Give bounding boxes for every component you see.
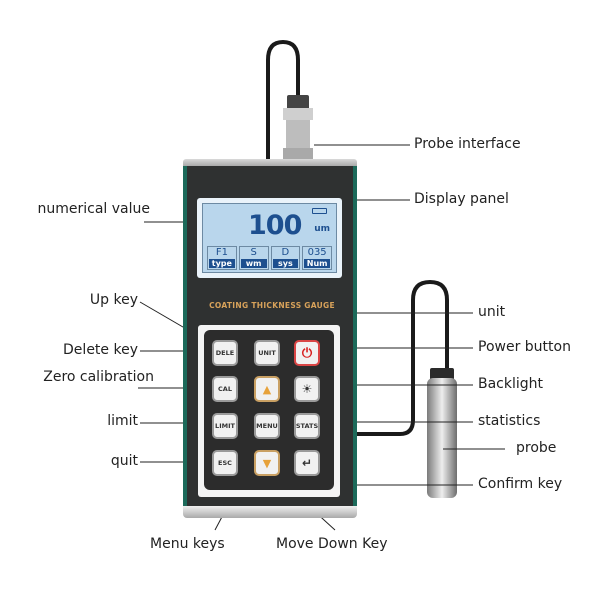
menu-key[interactable]: MENU <box>254 413 280 439</box>
label-zero-calibration: Zero calibration <box>43 369 154 385</box>
measurement-value: 100 <box>248 210 302 241</box>
label-delete-key: Delete key <box>63 342 138 358</box>
cal-key[interactable]: CAL <box>212 376 238 402</box>
measurement-unit: um <box>314 224 330 234</box>
cell-tag: sys <box>272 259 299 268</box>
unit-key[interactable]: UNIT <box>254 340 280 366</box>
status-cell-type: F1 type <box>207 246 237 270</box>
battery-icon <box>312 208 327 214</box>
cell-value: S <box>250 247 257 258</box>
status-cell-sys: D sys <box>270 246 301 270</box>
label-limit: limit <box>107 413 138 429</box>
label-menu-keys: Menu keys <box>150 536 225 552</box>
status-cells: F1 type S wm D sys 035 Num <box>207 246 332 270</box>
label-backlight: Backlight <box>478 376 544 392</box>
cell-value: 035 <box>307 247 327 258</box>
power-icon[interactable]: ⏻ <box>294 340 320 366</box>
confirm-enter-icon[interactable]: ↵ <box>294 450 320 476</box>
backlight-icon[interactable]: ☀ <box>294 376 320 402</box>
stats-key[interactable]: STATS <box>294 413 320 439</box>
device-top-cap <box>183 159 357 168</box>
cell-tag: Num <box>304 259 330 268</box>
label-display-panel: Display panel <box>414 191 509 207</box>
esc-key[interactable]: ESC <box>212 450 238 476</box>
label-quit: quit <box>110 453 138 469</box>
limit-key[interactable]: LIMIT <box>212 413 238 439</box>
cell-tag: wm <box>240 259 267 268</box>
cell-tag: type <box>209 259 235 268</box>
label-probe: probe <box>516 440 557 456</box>
dele-key[interactable]: DELE <box>212 340 238 366</box>
device-bottom-cap <box>183 506 357 518</box>
label-numerical-value: numerical value <box>37 201 151 217</box>
status-cell-wm: S wm <box>238 246 269 270</box>
label-probe-interface: Probe interface <box>414 136 521 152</box>
display-panel: 100 um F1 type S wm D sys 035 Num <box>202 203 337 273</box>
label-power-button: Power button <box>478 339 571 355</box>
status-cell-num: 035 Num <box>302 246 332 270</box>
cell-value: F1 <box>215 247 228 258</box>
down-arrow-icon[interactable]: ▼ <box>254 450 280 476</box>
label-up-key: Up key <box>89 292 138 308</box>
brand-text: COATING THICKNESS GAUGE <box>209 301 335 310</box>
up-arrow-icon[interactable]: ▲ <box>254 376 280 402</box>
label-unit: unit <box>478 304 506 320</box>
label-move-down-key: Move Down Key <box>276 536 388 552</box>
cell-value: D <box>281 247 290 258</box>
label-confirm-key: Confirm key <box>478 476 563 492</box>
label-statistics: statistics <box>478 413 541 429</box>
